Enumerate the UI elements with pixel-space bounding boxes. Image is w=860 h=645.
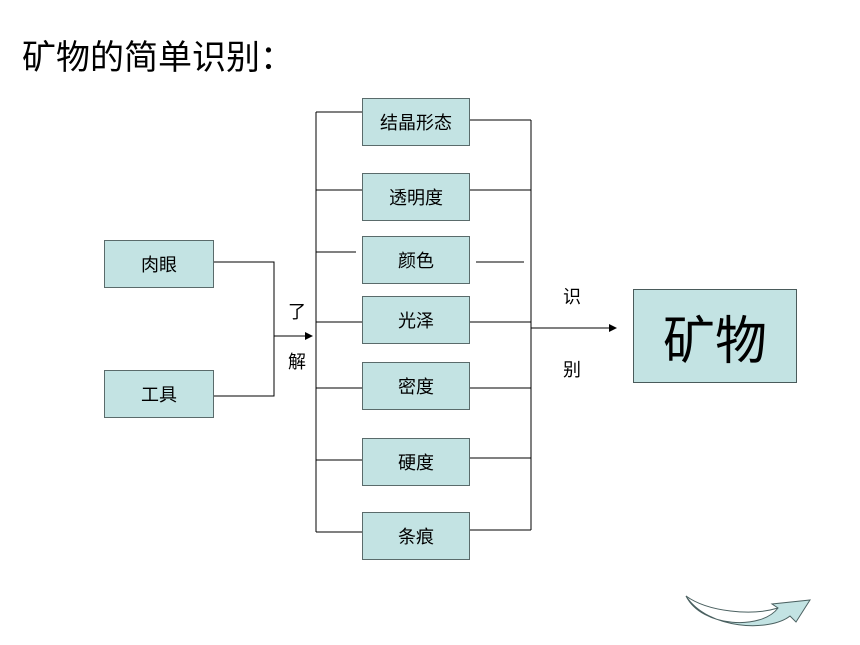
property-box-transparency: 透明度: [362, 173, 470, 221]
understand-label-1: 了: [288, 302, 306, 323]
property-box-hardness: 硬度: [362, 438, 470, 486]
property-box-density: 密度: [362, 362, 470, 410]
understand-label-2: 解: [288, 352, 306, 373]
input-box-tools: 工具: [104, 370, 214, 418]
input-box-eye: 肉眼: [104, 240, 214, 288]
property-box-color: 颜色: [362, 236, 470, 284]
property-box-crystal-form: 结晶形态: [362, 98, 470, 146]
identify-label-1: 识: [563, 287, 581, 308]
next-slide-arrow-icon[interactable]: [682, 588, 814, 628]
page-title: 矿物的简单识别：: [22, 38, 294, 78]
result-box-mineral: 矿物: [633, 289, 797, 383]
property-box-luster: 光泽: [362, 296, 470, 344]
property-box-streak: 条痕: [362, 512, 470, 560]
identify-label-2: 别: [563, 360, 581, 381]
